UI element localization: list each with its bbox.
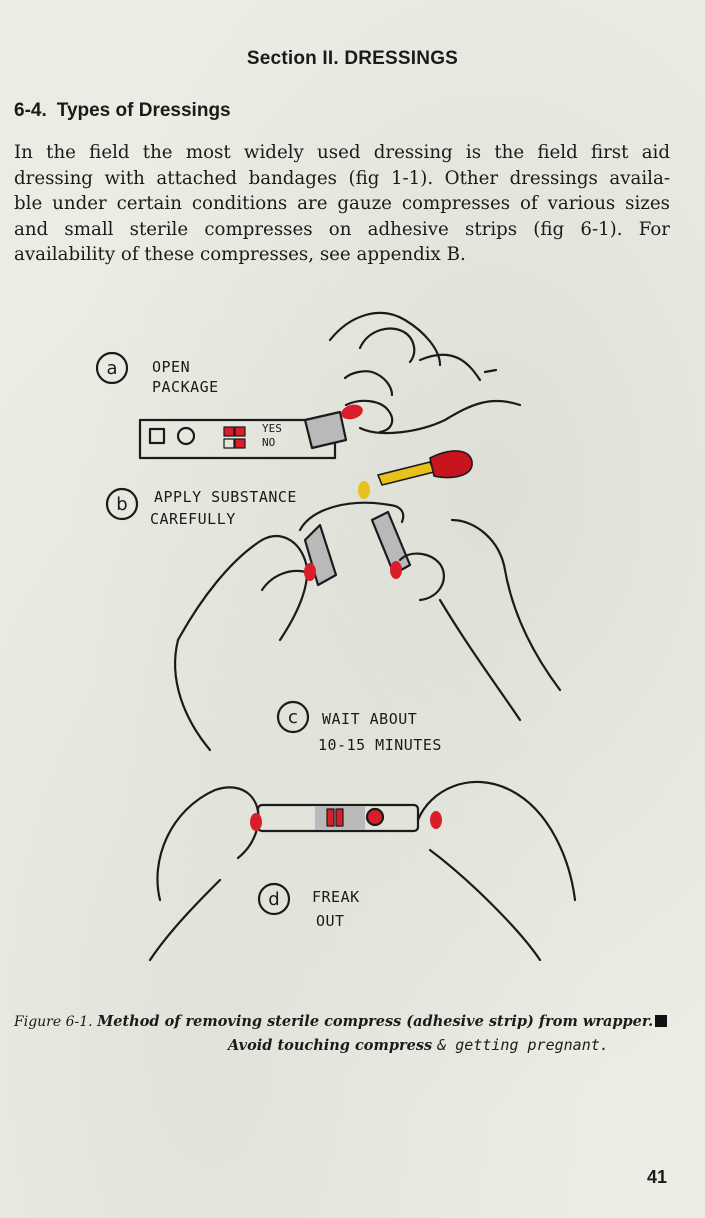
strip-b-top xyxy=(298,501,405,532)
strip-window-icon xyxy=(148,427,166,445)
step-b-label-line1: APPLY SUBSTANCE xyxy=(154,488,297,506)
figure-caption: Figure 6-1. Method of removing sterile c… xyxy=(14,1013,679,1030)
strip-circle-icon xyxy=(176,426,196,446)
nail-icon xyxy=(390,561,402,579)
step-c-label-line2: 10-15 MINUTES xyxy=(318,736,442,754)
step-c-letter: c xyxy=(288,707,298,728)
nail-icon xyxy=(430,811,442,829)
paragraph-heading: 6-4. Types of Dressings xyxy=(14,100,231,122)
page-number: 41 xyxy=(646,1167,667,1187)
hand-a-outline xyxy=(328,311,442,367)
dropper-tube xyxy=(377,461,435,486)
hand-a-mark xyxy=(483,368,498,374)
hand-a-finger xyxy=(343,370,394,397)
caption-printed-text: Avoid touching compress xyxy=(228,1037,433,1054)
dropper-bulb-icon xyxy=(429,450,473,479)
hand-b-left-finger xyxy=(260,569,308,592)
nail-icon xyxy=(341,404,363,420)
hand-a-palm xyxy=(358,399,522,435)
strip-no-label: NO xyxy=(262,436,275,449)
section-title: Section II. DRESSINGS xyxy=(246,48,459,69)
hand-b-right-finger xyxy=(398,552,446,602)
step-b-letter: b xyxy=(116,494,127,515)
figure-number: Figure 6-1. xyxy=(14,1014,93,1030)
step-a-label-line2: PACKAGE xyxy=(152,378,219,396)
step-c-label-line1: WAIT ABOUT xyxy=(322,710,417,728)
paragraph-heading-text: Types of Dressings xyxy=(56,100,231,121)
step-b-group: b APPLY SUBSTANCE CAREFULLY xyxy=(105,487,562,752)
step-a-label-line1: OPEN xyxy=(152,358,190,376)
step-d-label-line1: FREAK xyxy=(312,888,360,906)
body-paragraph: In the field the most widely used dressi… xyxy=(14,140,670,268)
body-line: dressing with attached bandages (fig 1-1… xyxy=(14,167,670,189)
body-line: availability of these compresses, see ap… xyxy=(14,244,466,265)
hand-d-right xyxy=(416,780,577,902)
strip-no-box2-icon xyxy=(234,438,246,449)
hand-d-right-wrist xyxy=(428,848,542,962)
strip-yes-box2-icon xyxy=(234,426,246,437)
strip-yes-box-icon xyxy=(223,426,235,437)
step-d-group: d FREAK OUT xyxy=(148,780,577,962)
strip-b-right-gauze xyxy=(370,510,412,576)
step-d-letter: d xyxy=(268,889,279,910)
hand-d-left xyxy=(156,786,260,902)
step-d-circle xyxy=(257,882,291,916)
step-c-group: c WAIT ABOUT 10-15 MINUTES xyxy=(276,700,442,754)
hand-d-left-wrist xyxy=(148,878,222,962)
paragraph-number: 6-4. xyxy=(14,100,47,121)
strip-no-box-icon xyxy=(223,438,235,449)
strip-gauze-tab xyxy=(303,410,348,450)
hand-b-left-wrist xyxy=(174,638,212,752)
step-a-circle xyxy=(95,351,129,385)
step-c-circle xyxy=(276,700,310,734)
nail-icon xyxy=(250,813,262,831)
hand-b-right-wrist xyxy=(438,598,522,722)
step-b-circle xyxy=(105,487,139,521)
body-line: ble under certain conditions are gauze c… xyxy=(14,193,670,214)
hand-b-right xyxy=(450,518,562,692)
drop-icon xyxy=(358,481,370,499)
strip-d-line2 xyxy=(335,808,344,827)
strip-d-dot-icon xyxy=(365,807,385,827)
hand-a-fingertip xyxy=(344,399,394,434)
hand-a-wrist xyxy=(418,353,482,382)
body-line: and small sterile compresses on adhesive… xyxy=(14,218,670,240)
nail-icon xyxy=(304,563,316,581)
figure-caption-text: Method of removing sterile compress (adh… xyxy=(97,1013,654,1030)
caption-handwritten-text: & getting pregnant. xyxy=(437,1036,609,1054)
hand-b-left xyxy=(176,534,309,642)
step-a-letter: a xyxy=(106,358,117,379)
strip-d-line1 xyxy=(326,808,335,827)
body-line: In the field the most widely used dressi… xyxy=(14,142,670,163)
figure-caption-line2: Avoid touching compress & getting pregna… xyxy=(228,1036,609,1054)
step-d-label-line2: OUT xyxy=(316,912,345,930)
step-a-group: a OPEN PACKAGE YES NO xyxy=(95,311,522,499)
step-b-label-line2: CAREFULLY xyxy=(150,510,236,528)
hand-a-thumb xyxy=(358,327,416,364)
strip-yes-label: YES xyxy=(262,422,282,435)
square-mark-icon xyxy=(655,1015,668,1027)
